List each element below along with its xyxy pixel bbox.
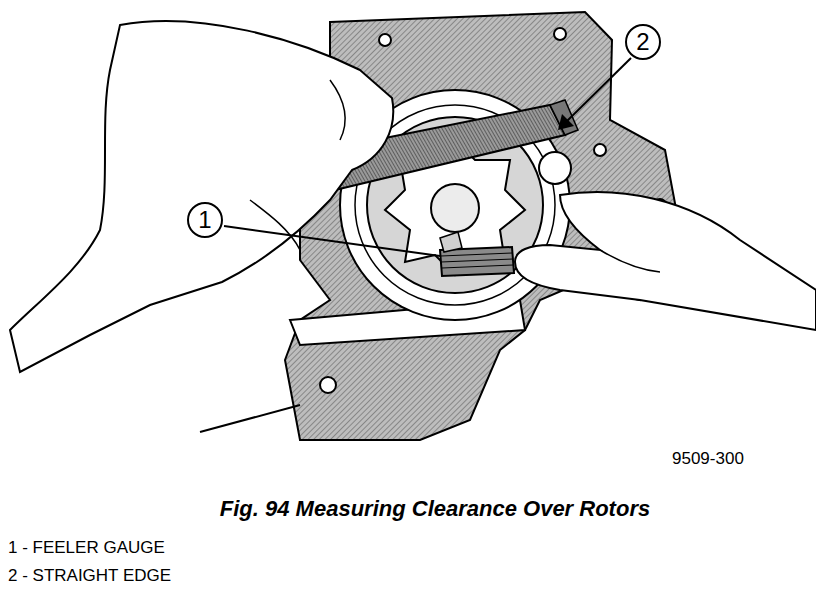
callout-number: 1	[198, 208, 211, 232]
callout-circle: 2	[625, 24, 661, 60]
callout-circle: 1	[187, 202, 223, 238]
legend-text: 2 - STRAIGHT EDGE	[8, 566, 171, 586]
arm-line	[200, 405, 300, 432]
figure-number: 9509-300	[672, 449, 744, 469]
right-hand	[515, 152, 816, 330]
feeler-gauge	[440, 232, 514, 276]
figure-caption: Fig. 94 Measuring Clearance Over Rotors	[60, 496, 810, 522]
callout-number: 2	[636, 30, 649, 54]
leader-lines	[224, 58, 631, 256]
left-hand	[10, 21, 393, 372]
legend-text: 1 - FEELER GAUGE	[8, 538, 165, 558]
